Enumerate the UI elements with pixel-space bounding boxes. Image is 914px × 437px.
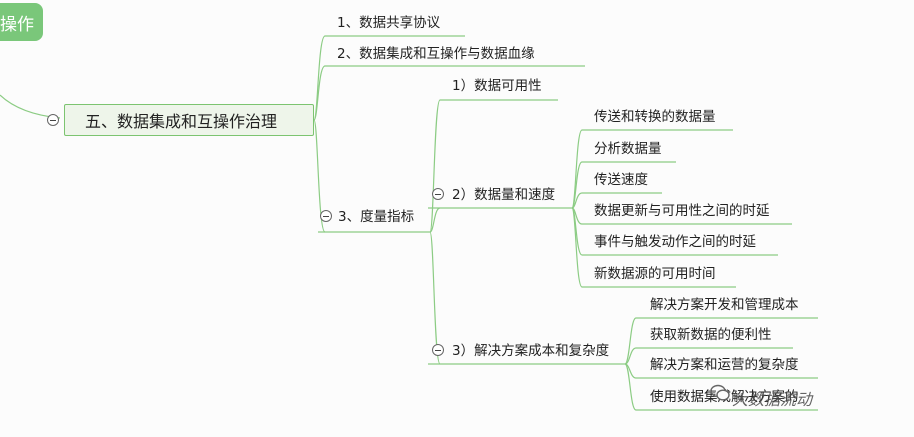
metric-volume-velocity[interactable]: 2）数据量和速度 [452,187,556,203]
edge-main-l1-1 [313,35,326,121]
cost-collapse-icon[interactable] [432,344,444,356]
watermark-text: 大数据流动 [732,390,813,409]
edge-m3-c1 [624,317,637,365]
metric-solution-cost-complexity[interactable]: 3）解决方案成本和复杂度 [452,343,610,359]
main-topic-label: 五、数据集成和互操作治理 [85,112,278,131]
main-collapse-icon[interactable] [47,114,59,126]
edge-main-l1-2 [313,65,326,121]
topic-data-sharing-agreement[interactable]: 1、数据共享协议 [337,15,441,31]
volume-item[interactable]: 分析数据量 [594,141,662,157]
edge-m2-v6 [571,207,583,288]
topic-metrics[interactable]: 3、度量指标 [338,209,415,225]
wechat-icon [710,384,730,401]
edge-m3-c4 [624,363,637,411]
cost-item[interactable]: 解决方案和运营的复杂度 [650,357,799,373]
edge-l1-3-m1 [429,99,441,233]
metric-data-availability[interactable]: 1）数据可用性 [452,78,542,94]
volume-item[interactable]: 传送和转换的数据量 [594,109,716,125]
volume-item[interactable]: 传送速度 [594,172,648,188]
edge-l1-3-m3 [429,231,441,365]
root-node-label: 操作 [0,14,34,35]
edge-m2-v3 [571,192,583,209]
volume-item[interactable]: 事件与触发动作之间的时延 [594,234,756,250]
metrics-collapse-icon[interactable] [320,210,332,222]
edge-l1-3-m2 [429,207,441,233]
volume-item[interactable]: 数据更新与可用性之间的时延 [594,203,770,219]
cost-item[interactable]: 获取新数据的便利性 [650,327,772,343]
edge-m3-c2 [624,347,637,365]
edge-main-l1-3 [313,119,326,233]
edge-m2-v2 [571,161,583,209]
topic-integration-lineage[interactable]: 2、数据集成和互操作与数据血缘 [337,46,535,62]
volume-item[interactable]: 新数据源的可用时间 [594,266,716,282]
main-topic-node[interactable]: 五、数据集成和互操作治理 [64,104,314,136]
edge-m2-v1 [571,129,583,209]
volume-collapse-icon[interactable] [432,188,444,200]
cost-item[interactable]: 解决方案开发和管理成本 [650,297,799,313]
root-node[interactable]: 操作 [0,3,43,41]
